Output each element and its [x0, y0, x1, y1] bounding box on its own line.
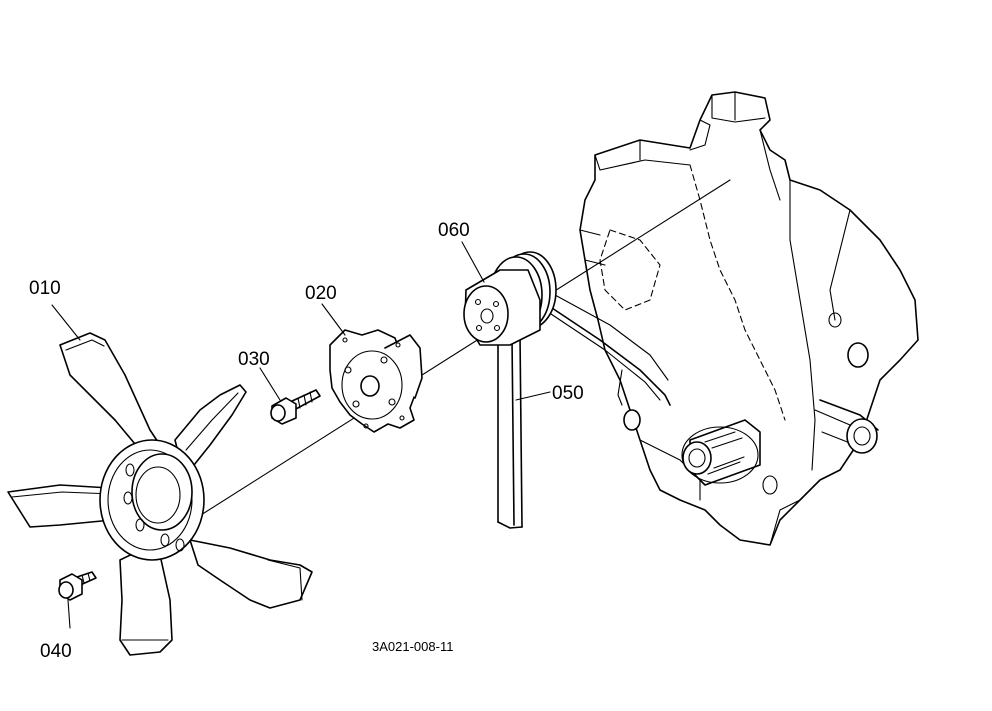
- callout-020: 020: [305, 283, 337, 304]
- gear-case-icon: [579, 91, 919, 546]
- callout-060: 060: [438, 220, 470, 241]
- bolt-icon: [270, 389, 321, 425]
- callout-040: 040: [40, 641, 72, 662]
- shaft-centerline: [132, 179, 731, 559]
- drawing-code: 3A021-008-11: [372, 639, 454, 654]
- v-belt-icon: [497, 294, 671, 529]
- bolt-icon-2: [58, 571, 97, 601]
- fan-icon: [7, 332, 313, 656]
- pulley-icon: [463, 251, 557, 346]
- fan-spacer-icon: [329, 329, 423, 433]
- callout-030: 030: [238, 349, 270, 370]
- callout-010: 010: [29, 278, 61, 299]
- callout-050: 050: [552, 383, 584, 404]
- leader-lines: [51, 241, 551, 629]
